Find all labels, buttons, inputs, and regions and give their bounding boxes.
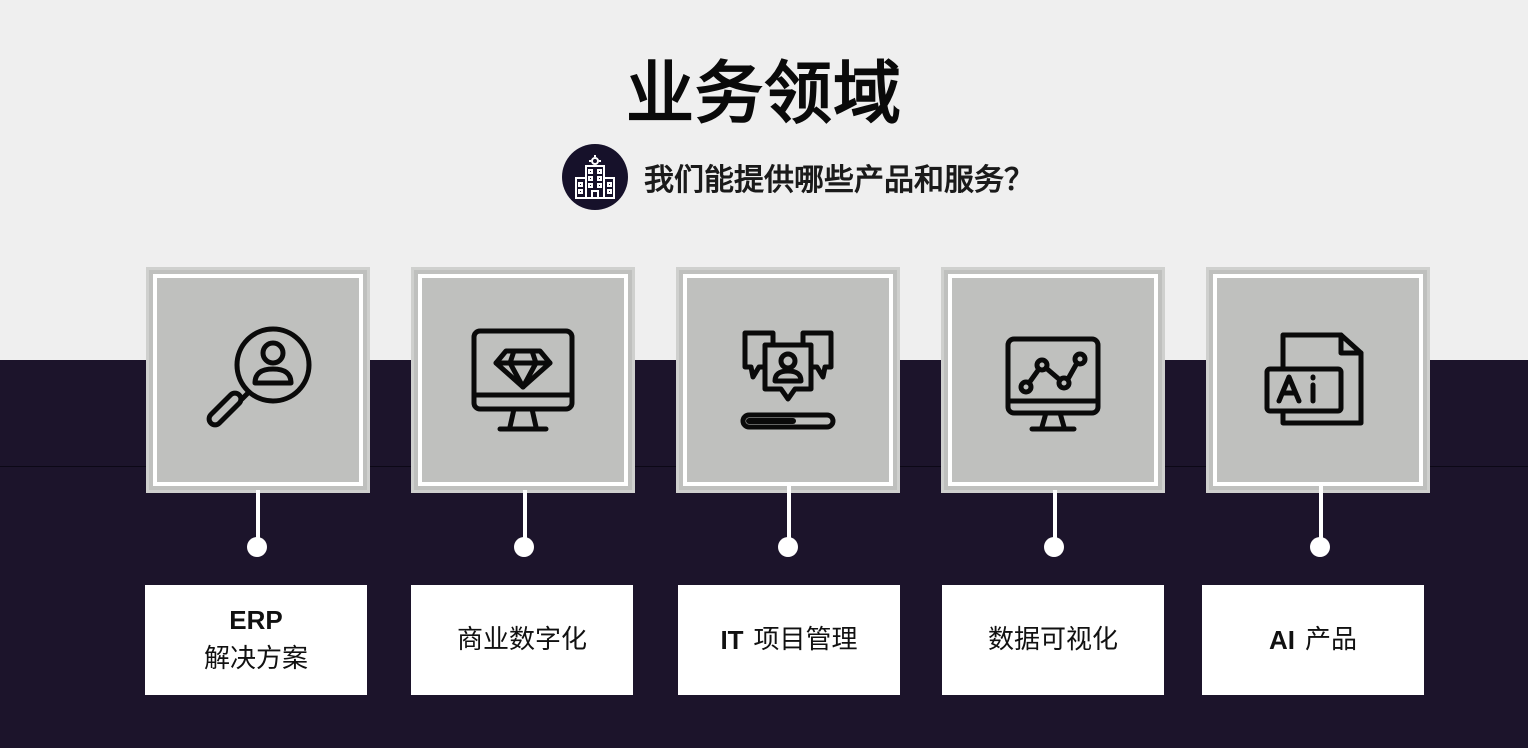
label-text: 商业数字化 (456, 624, 587, 655)
label-line2: 解决方案 (203, 644, 308, 674)
label-prefix: AI (1268, 624, 1295, 655)
service-card-data-visualization[interactable] (941, 267, 1165, 493)
service-label-digital-business[interactable]: 商业数字化 (411, 585, 633, 695)
service-label-data-visualization[interactable]: 数据可视化 (942, 585, 1164, 695)
subtitle-text: 我们能提供哪些产品和服务？ (644, 163, 1034, 198)
connector-stem (1319, 484, 1323, 542)
chat-user-loading-icon (740, 330, 836, 430)
service-label-ai-products[interactable]: AI 产品 (1202, 585, 1424, 695)
label-prefix: IT (720, 624, 744, 655)
subtitle-row: 我们能提供哪些产品和服务？ (562, 144, 1034, 210)
service-card-erp[interactable] (146, 267, 370, 493)
connector-dot (247, 537, 267, 557)
connector-stem (256, 490, 260, 542)
magnifier-user-icon (206, 326, 312, 428)
connector-dot (778, 537, 798, 557)
connector-dot (1310, 537, 1330, 557)
connector-stem (1053, 490, 1057, 542)
label-text: 数据可视化 (987, 624, 1118, 655)
monitor-diamond-icon (471, 328, 575, 432)
office-building-icon (562, 144, 628, 210)
page-title: 业务领域 (625, 55, 902, 134)
label-text: 产品 (1304, 624, 1357, 655)
label-text: 项目管理 (753, 624, 858, 655)
service-card-it-project[interactable] (676, 267, 900, 493)
connector-dot (1044, 537, 1064, 557)
label-line1: ERP (229, 605, 283, 635)
service-card-digital-business[interactable] (411, 267, 635, 493)
connector-dot (514, 537, 534, 557)
connector-stem (787, 486, 791, 542)
connector-stem (523, 490, 527, 542)
ai-file-icon (1264, 332, 1364, 426)
service-label-it-project[interactable]: IT 项目管理 (678, 585, 900, 695)
service-label-erp[interactable]: ERP 解决方案 (145, 585, 367, 695)
service-card-ai-products[interactable] (1206, 267, 1430, 493)
monitor-line-chart-icon (1005, 336, 1101, 432)
